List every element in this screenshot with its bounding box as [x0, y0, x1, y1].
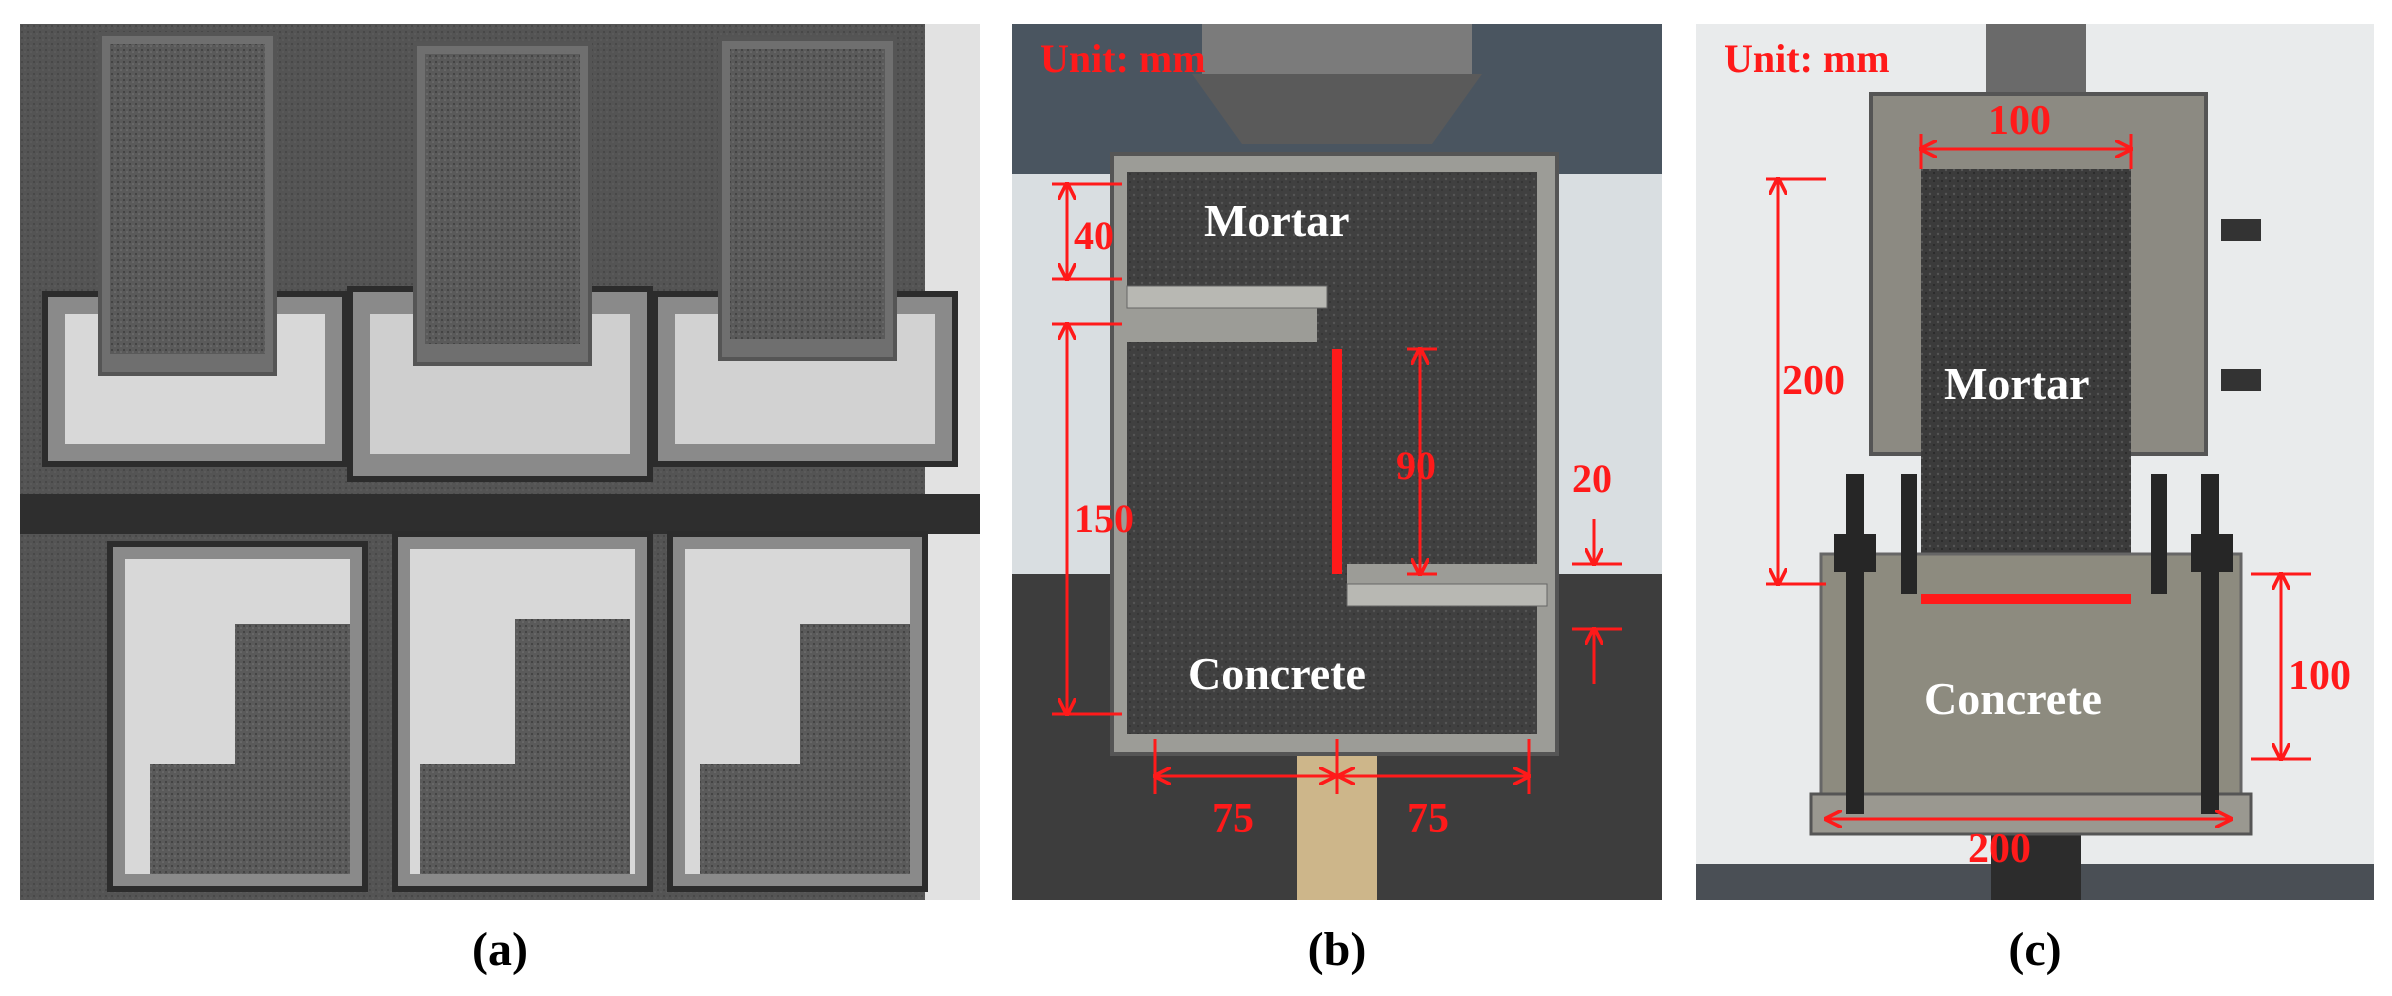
- photo-panel-c: Unit: mm 100 200 Mortar Concrete 100 200: [1696, 24, 2374, 900]
- dim-mortar-width: 100: [1988, 98, 2051, 144]
- dim-top-thickness: 40: [1074, 213, 1114, 258]
- mortar-prism: [1921, 169, 2131, 609]
- mould-photo: [20, 24, 980, 900]
- caption-a: (a): [472, 923, 528, 976]
- photo-panel-b: Unit: mm Mortar Concrete 40 150 90 20 75…: [1012, 24, 1662, 900]
- caption-b: (b): [1307, 923, 1367, 976]
- threaded-rods: [1834, 474, 2233, 814]
- caption-c: (c): [2008, 923, 2062, 976]
- mould-top-left: [42, 32, 348, 467]
- dim-height: 150: [1074, 496, 1134, 541]
- unit-label: Unit: mm: [1724, 36, 1890, 81]
- dimension-lines: [1766, 134, 2311, 819]
- dimension-lines: [1052, 184, 1622, 794]
- shear-test-photo: Unit: mm Mortar Concrete 40 150 90 20 75…: [1012, 24, 1662, 900]
- mould-bottom-right: [667, 531, 928, 892]
- dim-half-width-right: 75: [1407, 796, 1449, 842]
- unit-label: Unit: mm: [1040, 36, 1206, 81]
- mould-top-right: [652, 37, 958, 467]
- dim-gap: 20: [1572, 456, 1612, 501]
- mould-bottom-left: [107, 541, 368, 892]
- dim-concrete-height: 100: [2288, 653, 2351, 699]
- mould-top-middle: [347, 42, 653, 482]
- concrete-label: Concrete: [1924, 673, 2102, 724]
- concrete-label: Concrete: [1188, 648, 1366, 699]
- photo-panel-a: [20, 24, 980, 900]
- mortar-label: Mortar: [1944, 358, 2090, 409]
- dim-mortar-height: 200: [1782, 358, 1845, 404]
- mortar-label: Mortar: [1204, 195, 1350, 246]
- dim-concrete-width: 200: [1968, 826, 2031, 872]
- mould-bottom-middle: [392, 531, 653, 892]
- tension-test-photo: Unit: mm 100 200 Mortar Concrete 100 200: [1696, 24, 2374, 900]
- dim-interface-length: 90: [1396, 443, 1436, 488]
- dim-half-width-left: 75: [1212, 796, 1254, 842]
